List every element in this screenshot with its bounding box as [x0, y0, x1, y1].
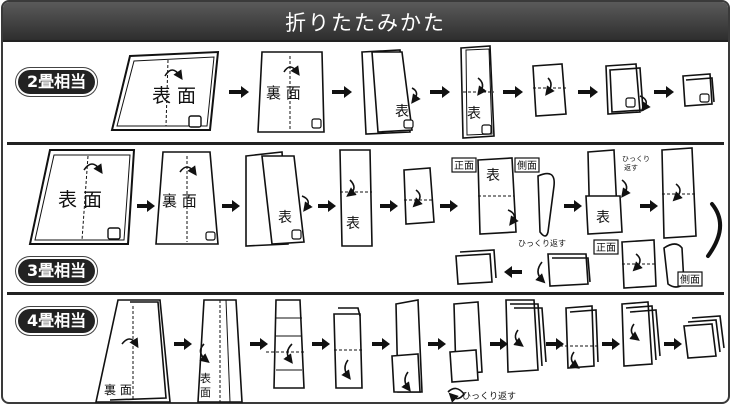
label-omote-6: 表 [596, 210, 610, 226]
step-arrow [312, 338, 330, 350]
step-arrow [372, 338, 390, 350]
label-omote-2: 表 [467, 106, 481, 122]
step-arrow [174, 338, 192, 350]
step-arrow [664, 338, 682, 350]
step-arrow [430, 86, 450, 98]
step-arrow [222, 200, 240, 212]
turn-arrow [706, 202, 722, 258]
label-sokumen-2: 側面 [680, 273, 700, 286]
step-arrow [229, 86, 249, 98]
row-2jo-steps: 表 面 裏 面 表 表 [110, 45, 715, 139]
label-hikkuri: ひっくり [622, 155, 650, 163]
step-arrow [602, 338, 620, 350]
label-omote-4: 表 [346, 216, 360, 232]
step-arrow [332, 86, 352, 98]
step-arrow [490, 338, 508, 350]
label-ura-men-3: 裏 面 [104, 382, 132, 397]
shomen-tag [451, 157, 477, 173]
sokumen-tag [514, 157, 540, 173]
page-title: 折りたたみかた [285, 11, 446, 35]
label-omote-1: 表 [395, 104, 409, 120]
row-3jo-steps: 表 面 裏 面 表 表 正面 表 側面 表 [28, 147, 722, 289]
step-arrow [546, 338, 564, 350]
step-arrow [440, 200, 458, 212]
section-divider [7, 292, 724, 295]
step-arrow [137, 200, 155, 212]
step-arrow [578, 86, 598, 98]
header-bar: 折りたたみかた [3, 2, 728, 42]
label-omote-vertical-1: 表 [200, 371, 211, 385]
row-4jo-steps: 裏 面 表 面 ひっくり返す [95, 299, 725, 403]
step-arrow [654, 86, 674, 98]
label-omote-vertical-2: 面 [200, 386, 211, 399]
label-kaesu: 返す [624, 164, 638, 172]
label-omote-5: 表 [486, 168, 500, 184]
step-arrow [380, 200, 398, 212]
mat-front-illustration [110, 50, 220, 131]
label-ura-men-1: 裏 面 [266, 84, 301, 102]
step-arrow [250, 338, 268, 350]
step-arrow [428, 338, 446, 350]
shomen-tag-2 [593, 239, 619, 255]
mat-back-illustration [257, 51, 325, 133]
size-badge-2jo: 2畳相当 [18, 70, 96, 94]
label-omote-3: 表 [278, 210, 292, 226]
size-badge-3jo: 3畳相当 [18, 259, 96, 283]
label-omote-men-1: 表 面 [152, 85, 196, 107]
size-badge-4jo: 4畳相当 [18, 309, 96, 333]
label-omote-men-2: 表 面 [58, 189, 102, 211]
step-arrow [318, 200, 336, 212]
step-arrow [564, 200, 582, 212]
step-arrow [504, 266, 522, 278]
label-ura-men-2: 裏 面 [162, 192, 197, 210]
label-shomen-1: 正面 [454, 161, 474, 172]
label-hikkuri-kaesu-1: ひっくり返す [518, 239, 566, 248]
label-shomen-2: 正面 [596, 243, 616, 254]
label-sokumen-1: 側面 [517, 159, 537, 172]
section-divider [7, 142, 724, 145]
step-arrow [503, 86, 523, 98]
label-hikkuri-kaesu-2: ひっくり返す [462, 390, 516, 402]
sokumen-tag-2 [677, 271, 703, 287]
step-arrow [640, 200, 658, 212]
